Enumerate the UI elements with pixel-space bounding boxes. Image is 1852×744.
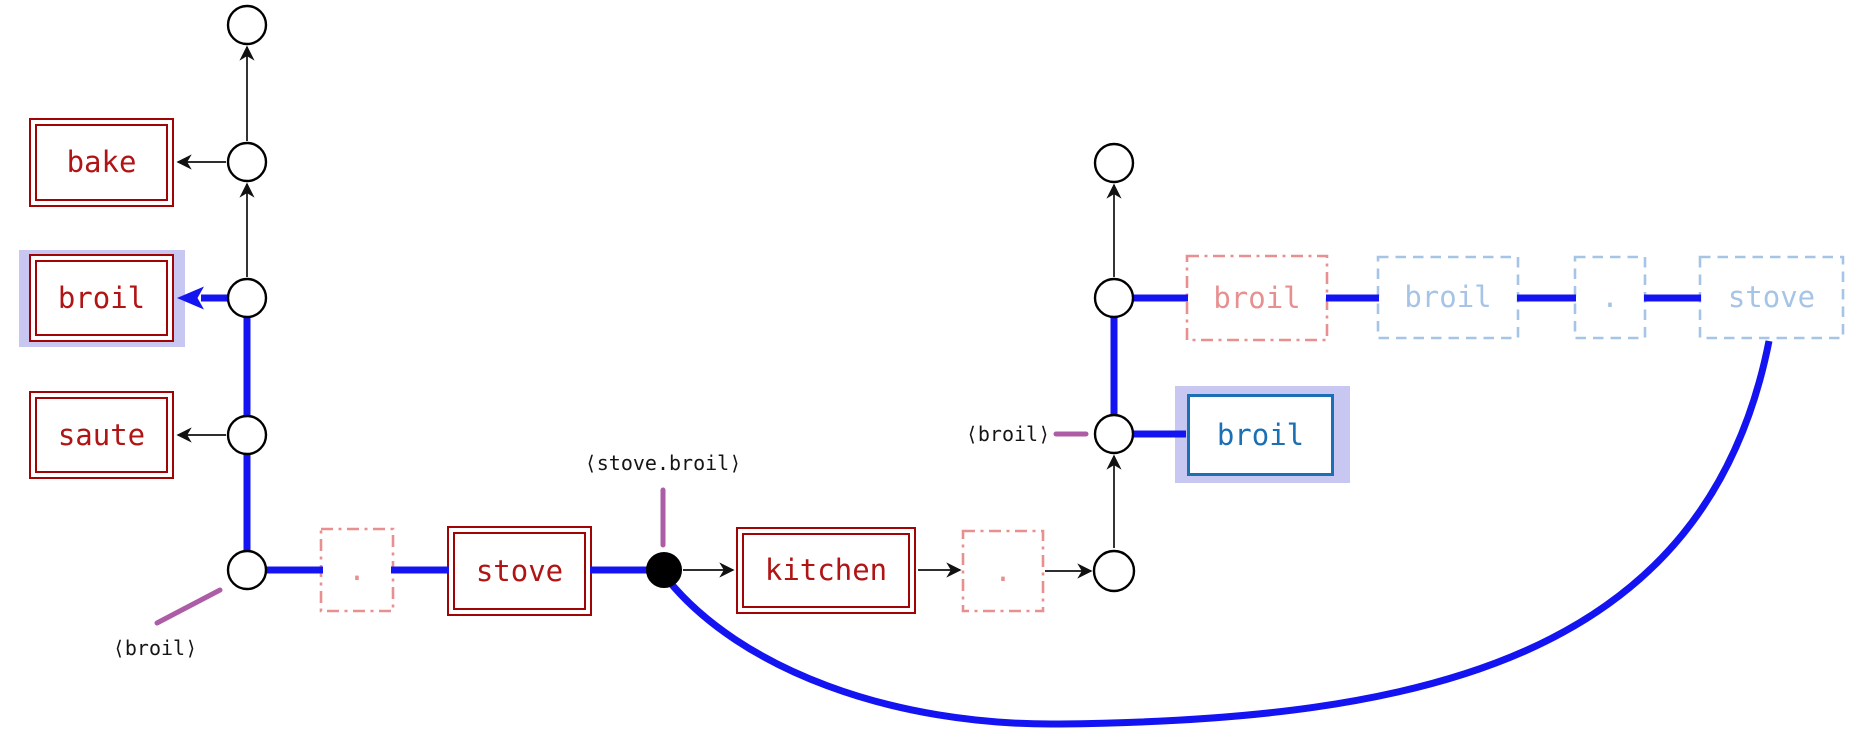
box-stove-ghost-label: stove — [1727, 280, 1816, 314]
box-saute-inner: saute — [35, 397, 168, 473]
box-kitchen: kitchen — [736, 527, 916, 614]
box-kitchen-inner: kitchen — [742, 533, 910, 608]
node-left-bake — [226, 141, 268, 183]
node-right-broil — [1093, 413, 1135, 455]
box-broil-ghost-blue-label: broil — [1404, 280, 1492, 314]
node-left-bottom — [226, 549, 268, 591]
node-right-upper — [1093, 277, 1135, 319]
node-right-bottom — [1092, 549, 1136, 593]
box-broil-selected: broil — [1187, 394, 1334, 476]
box-broil-left-inner: broil — [35, 260, 168, 336]
box-dot-ghost-label: . — [1601, 280, 1619, 314]
anchor-label-broil-right: ⟨broil⟩ — [965, 422, 1051, 446]
node-left-top — [226, 4, 268, 46]
box-broil-left-label: broil — [57, 280, 146, 315]
box-stove-main-inner: stove — [453, 532, 586, 610]
box-bake: bake — [29, 118, 174, 207]
box-dot1-label: . — [348, 552, 366, 587]
box-broil-selected-label: broil — [1216, 417, 1305, 452]
box-stove-main-label: stove — [475, 553, 564, 588]
box-bake-inner: bake — [35, 124, 168, 201]
box-saute-label: saute — [57, 417, 146, 452]
node-left-saute — [226, 414, 268, 456]
box-broil-ghost-red-label: broil — [1213, 280, 1301, 315]
node-right-top — [1093, 142, 1135, 184]
box-broil-left: broil — [29, 254, 174, 342]
box-dot2-label: . — [994, 553, 1012, 588]
box-saute: saute — [29, 391, 174, 479]
anchor-label-broil-left: ⟨broil⟩ — [112, 636, 198, 660]
box-stove-main: stove — [447, 526, 592, 616]
pointer-left-anchor — [154, 587, 223, 626]
node-left-broil — [226, 277, 268, 319]
box-kitchen-label: kitchen — [764, 553, 888, 587]
box-bake-label: bake — [66, 145, 137, 179]
node-stove-broil-pair — [646, 552, 682, 588]
anchor-label-stove-broil: ⟨stove.broil⟩ — [584, 451, 742, 475]
